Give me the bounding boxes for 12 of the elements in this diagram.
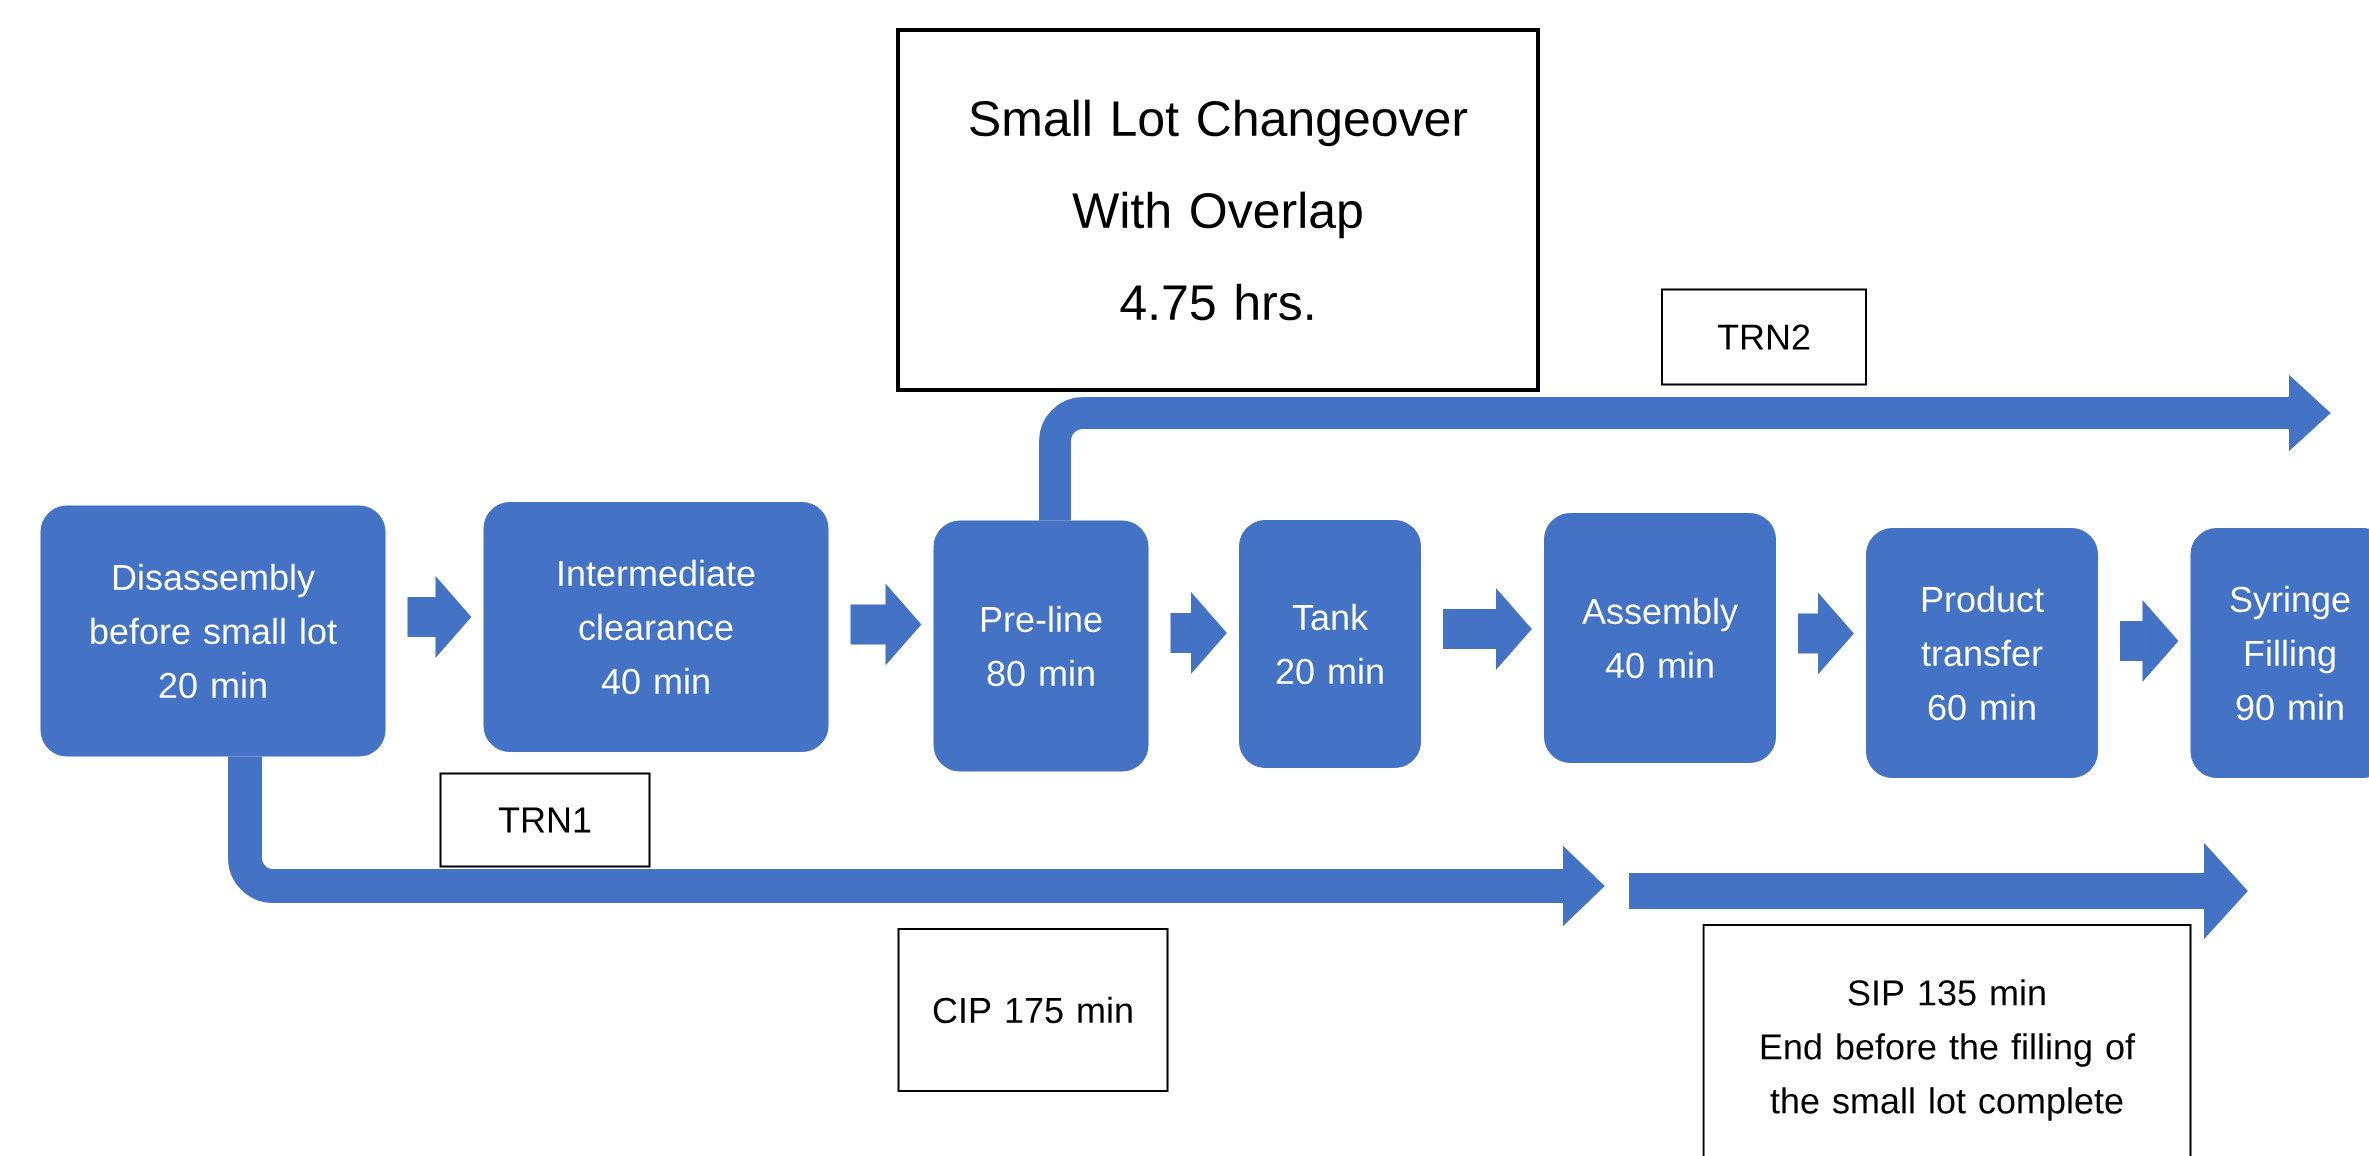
label-box: TRN2 — [1661, 288, 1867, 386]
process-box: Pre-line 80 min — [933, 520, 1149, 772]
label-box: TRN1 — [439, 772, 651, 868]
title-box: Small Lot Changeover With Overlap 4.75 hrs. — [896, 28, 1540, 392]
note-box: SIP 135 min End before the filling of the small lot complete — [1702, 924, 2192, 1156]
process-box: Syringe Filling 90 min — [2190, 528, 2369, 778]
process-box: Intermediate clearance 40 min — [483, 502, 829, 752]
process-box: Disassembly before small lot 20 min — [40, 505, 386, 757]
process-box: Product transfer 60 min — [1866, 528, 2098, 778]
process-box: Assembly 40 min — [1544, 513, 1776, 763]
label-box: CIP 175 min — [897, 928, 1169, 1092]
process-box: Tank 20 min — [1239, 520, 1421, 768]
